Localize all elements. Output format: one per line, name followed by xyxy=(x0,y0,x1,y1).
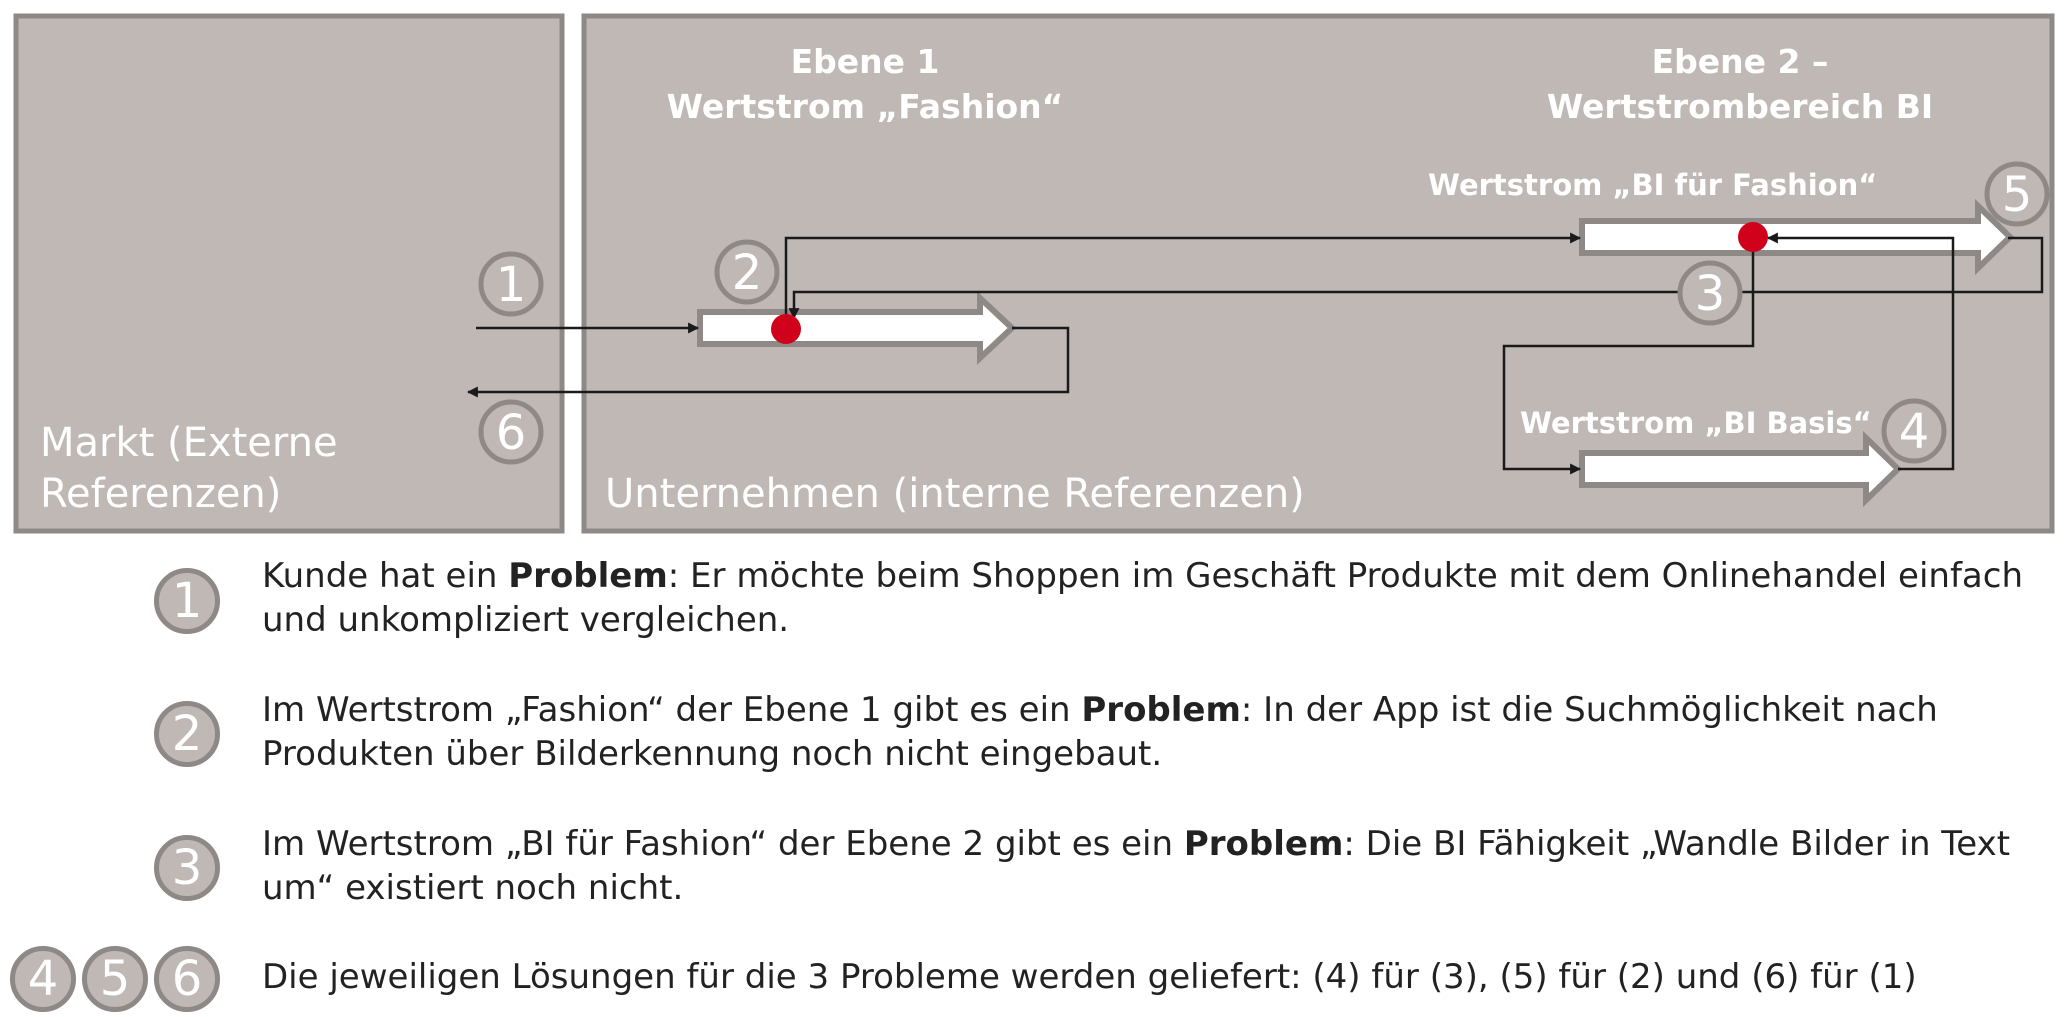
connector-bi-fashion-return xyxy=(788,236,2044,320)
marker-5: 5 xyxy=(1984,161,2050,227)
legend-item-1: Kunde hat ein Problem: Er möchte beim Sh… xyxy=(262,556,2023,640)
legend-item-4: Die jeweiligen Lösungen für die 3 Proble… xyxy=(262,957,1917,997)
stream-fashion-arrow xyxy=(697,291,1017,365)
legend-marker-6: 6 xyxy=(154,946,220,1012)
company-label: Unternehmen (interne Referenzen) xyxy=(605,471,1305,517)
legend-marker-2: 2 xyxy=(154,701,220,767)
company-panel xyxy=(581,13,2055,534)
legend-marker-5: 5 xyxy=(82,946,148,1012)
svg-text:4: 4 xyxy=(1899,404,1930,460)
market-label-line2: Referenzen) xyxy=(40,471,281,517)
stream-bi-basis-arrow xyxy=(1579,430,1903,508)
legend-marker-1: 1 xyxy=(154,568,220,634)
legend-marker-4: 4 xyxy=(10,946,76,1012)
value-stream-diagram: Ebene 1 Wertstrom „Fashion“ Ebene 2 – We… xyxy=(13,13,2055,534)
stream-bi-basis-label: Wertstrom „BI Basis“ xyxy=(1520,406,1872,440)
marker-3: 3 xyxy=(1677,260,1743,326)
marker-4: 4 xyxy=(1881,398,1947,464)
level1-title: Ebene 1 xyxy=(791,42,940,81)
legend-marker-3: 3 xyxy=(154,835,220,901)
connector-bi-fashion-to-bi-basis xyxy=(1502,238,1755,475)
problem-dot-fashion xyxy=(771,314,801,344)
svg-text:3: 3 xyxy=(1695,266,1726,322)
legend-item-3: Im Wertstrom „BI für Fashion“ der Ebene … xyxy=(262,824,2011,908)
svg-text:5: 5 xyxy=(2002,167,2033,223)
market-label: Markt (Externe xyxy=(40,420,338,466)
connector-bi-basis-return xyxy=(1766,232,1955,471)
problem-dot-bi-fashion xyxy=(1738,222,1768,252)
marker-6: 6 xyxy=(478,399,544,465)
connector-fashion-to-bi-fashion xyxy=(784,232,1582,328)
svg-text:6: 6 xyxy=(496,405,527,461)
stream-bi-fashion-label: Wertstrom „BI für Fashion“ xyxy=(1428,168,1877,202)
svg-text:2: 2 xyxy=(732,245,763,301)
level2-subtitle: Wertstrombereich BI xyxy=(1547,87,1933,126)
legend-item-2: Im Wertstrom „Fashion“ der Ebene 1 gibt … xyxy=(262,690,1938,774)
connector-fashion-to-market xyxy=(466,326,1070,398)
marker-1: 1 xyxy=(478,251,544,317)
market-panel xyxy=(13,13,565,534)
level1-subtitle: Wertstrom „Fashion“ xyxy=(667,87,1064,126)
svg-text:1: 1 xyxy=(496,257,527,313)
marker-2: 2 xyxy=(714,239,780,305)
level2-title: Ebene 2 – xyxy=(1652,42,1829,81)
